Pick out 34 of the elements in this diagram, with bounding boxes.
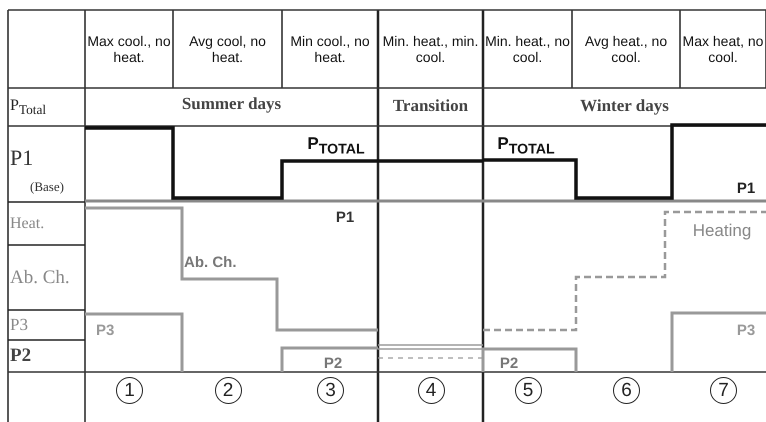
case-number-circle: 4 <box>418 377 444 404</box>
case-number-circle: 5 <box>514 377 542 404</box>
row-label: P1 <box>10 145 34 171</box>
band-title: Winter days <box>580 96 669 116</box>
curve-label: P2 <box>500 355 518 373</box>
case-number-circle: 1 <box>116 377 143 404</box>
curve-label: P1 <box>336 209 354 227</box>
column-header: Min cool., no heat. <box>289 32 371 66</box>
column-header: Max heat, no cool. <box>682 32 764 66</box>
case-number-circle: 3 <box>317 377 344 404</box>
column-header: Max cool., no heat. <box>86 32 172 66</box>
column-header: Min. heat., no cool. <box>484 32 571 66</box>
case-number-circle: 6 <box>613 377 640 404</box>
curve-label: P1 <box>736 180 756 198</box>
curve-label: P2 <box>324 355 342 373</box>
column-header: Avg heat., no cool. <box>584 32 668 66</box>
row-label: (Base) <box>30 180 64 194</box>
curve-label: P$_{TOTAL}$ <box>307 134 365 158</box>
case-number-circle: 2 <box>214 377 242 404</box>
curve-label: P3 <box>736 322 756 340</box>
curve-label: P$_{TOTAL}$ <box>497 134 555 158</box>
band-title: Transition <box>392 96 468 116</box>
row-label: Heat. <box>10 214 44 234</box>
column-header: Min. heat., min. cool. <box>382 32 480 66</box>
curve-label: P3 <box>96 322 114 340</box>
curve-label: Ab. Ch. <box>184 254 236 272</box>
column-header: Avg cool, no heat. <box>188 32 267 66</box>
row-label: P2 <box>10 345 32 367</box>
case-number-circle: 7 <box>710 377 737 404</box>
row-label: P$_{Total}$ <box>10 96 46 118</box>
row-label: P3 <box>10 315 28 335</box>
band-title: Summer days <box>182 94 282 114</box>
row-label: Ab. Ch. <box>10 267 70 289</box>
curve-label: Heating <box>692 221 752 241</box>
